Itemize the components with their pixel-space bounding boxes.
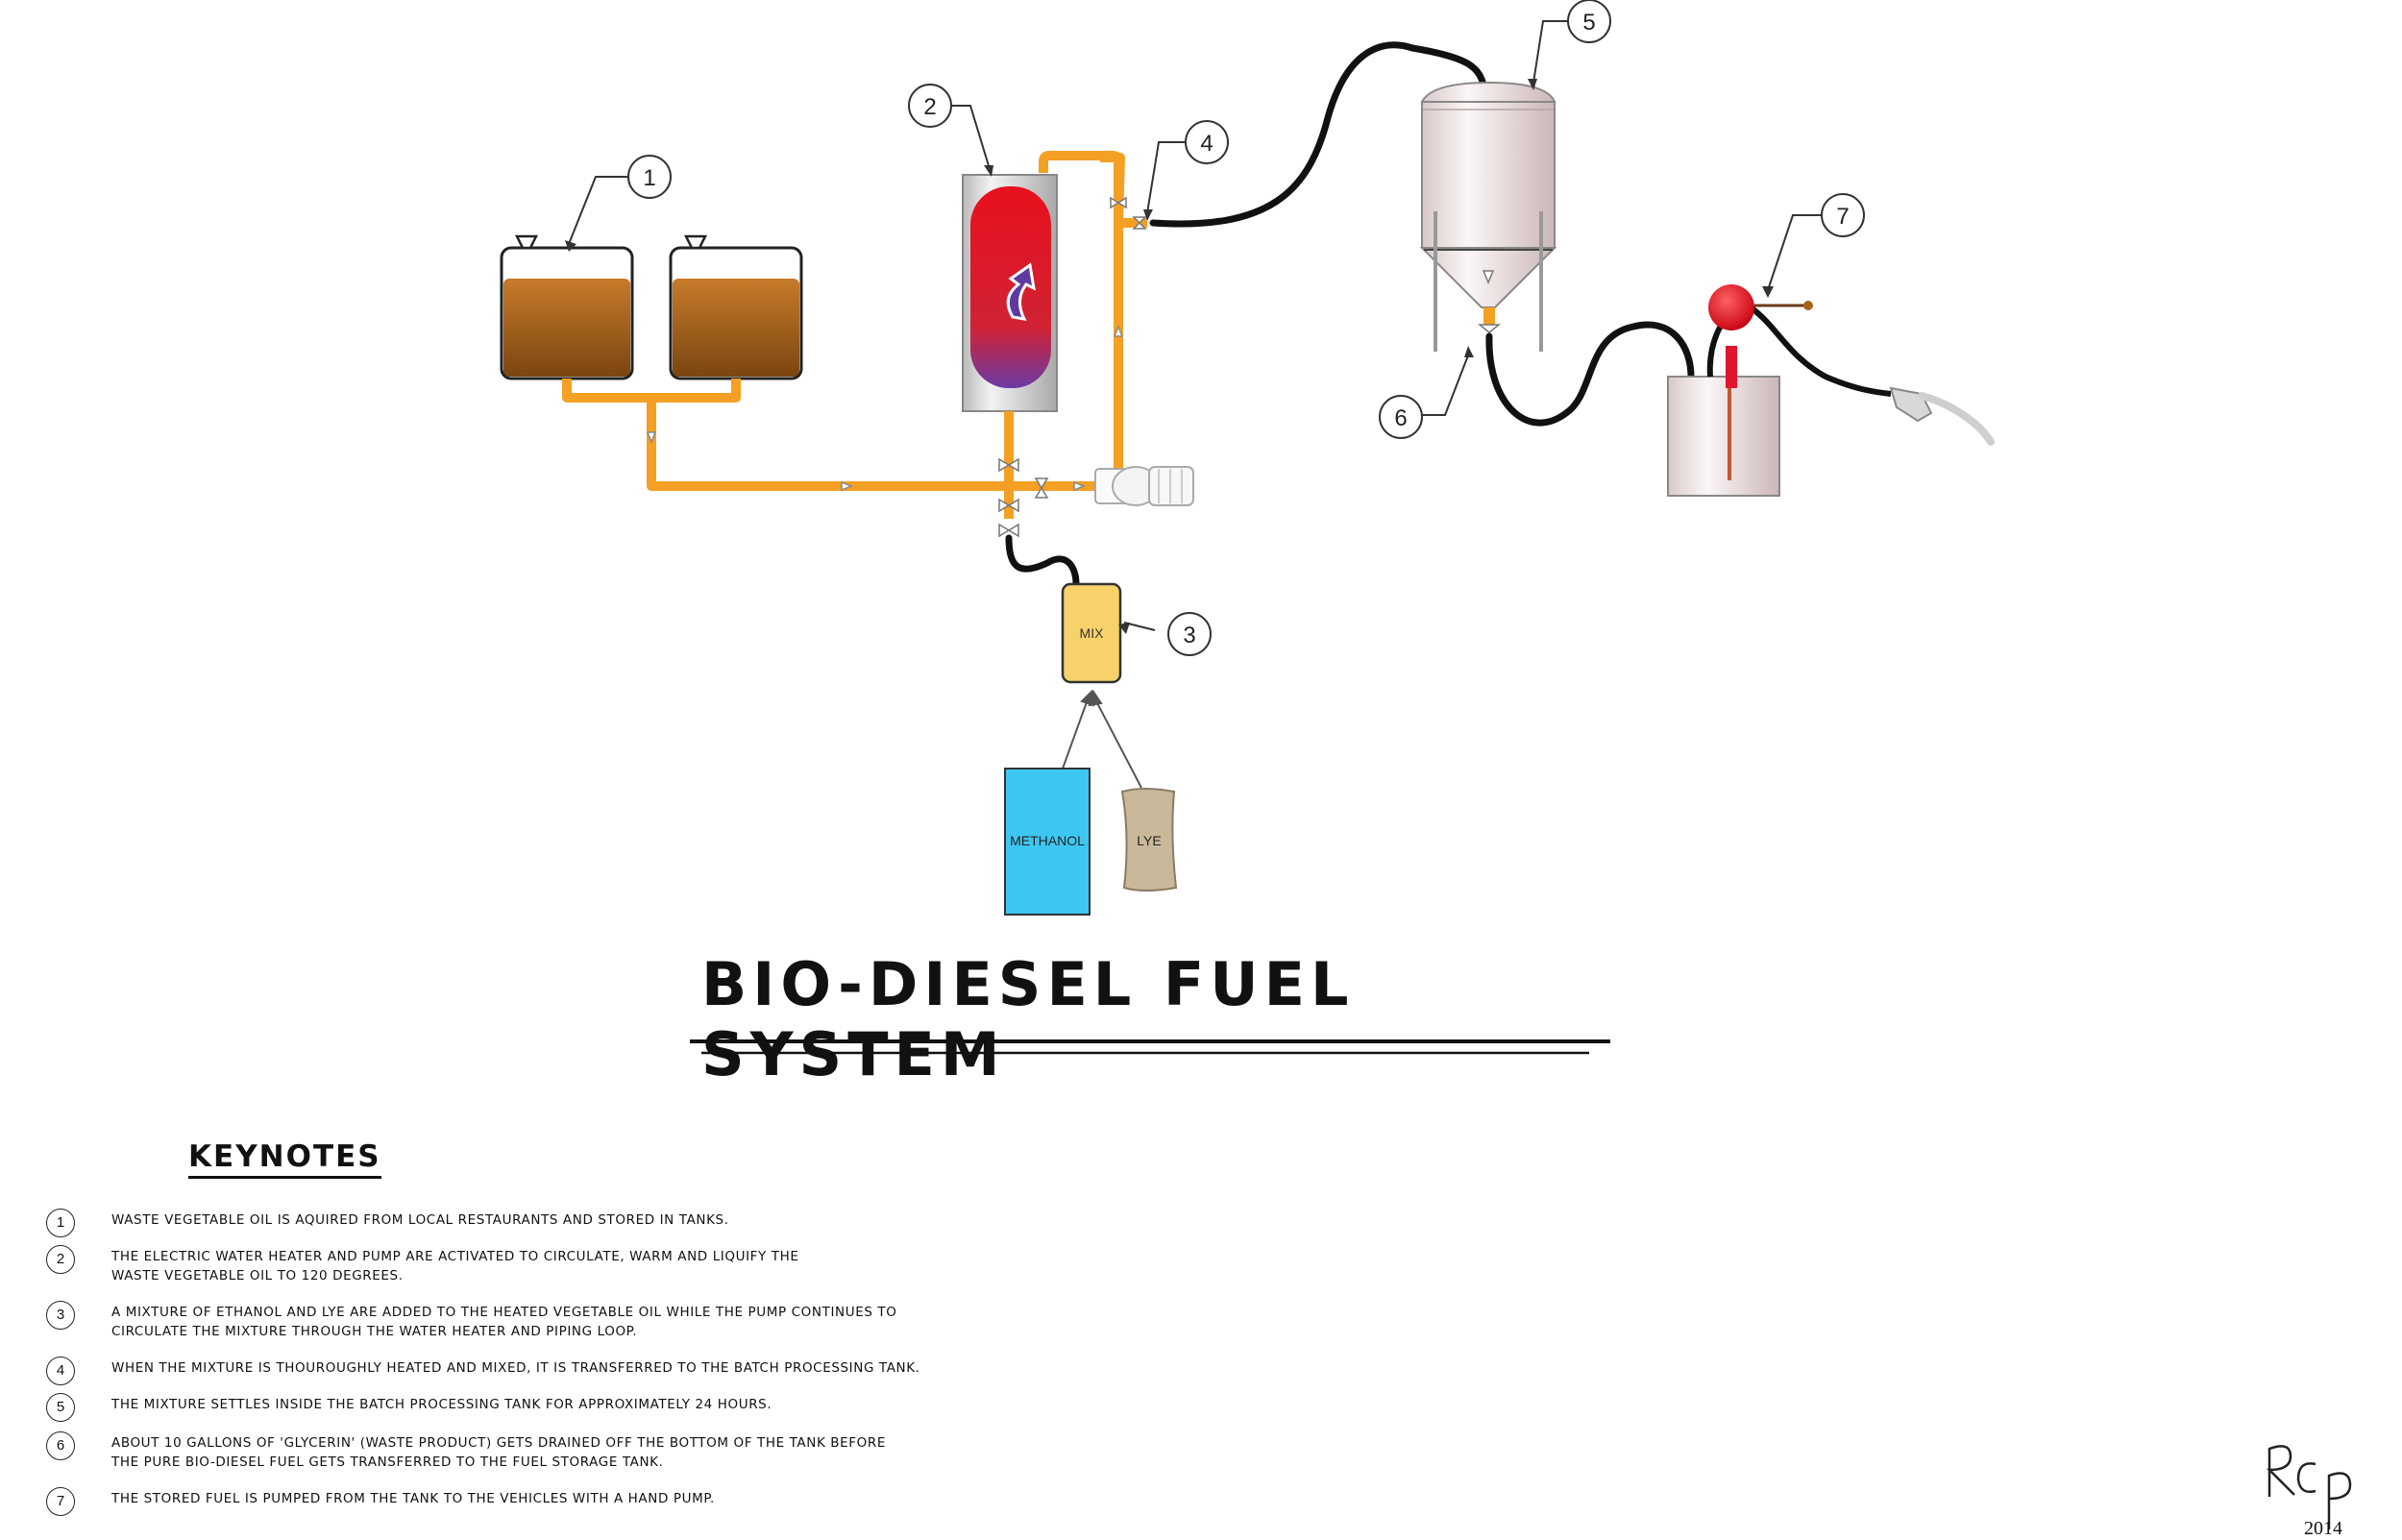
fuel-storage-tank — [1667, 376, 1780, 497]
ingredient-arrows — [1062, 689, 1142, 789]
keynote-number: 4 — [46, 1357, 75, 1385]
callout-7: 7 — [1836, 204, 1849, 230]
keynote-text: The electric water heater and pump are a… — [111, 1249, 799, 1283]
keynote-number: 1 — [46, 1209, 75, 1237]
callout-4: 4 — [1200, 131, 1213, 157]
mix-tank — [1061, 582, 1122, 684]
drain-hose — [1485, 321, 1695, 427]
keynotes-heading: Keynotes — [188, 1139, 381, 1179]
keynote-number: 3 — [46, 1301, 75, 1330]
signature-year: 2014 — [2304, 1518, 2342, 1539]
title-underline — [690, 1039, 1610, 1055]
fuel-nozzle — [1889, 386, 1995, 446]
callout-1: 1 — [643, 165, 655, 191]
hand-pump — [1706, 284, 1892, 397]
lye-bag — [1120, 788, 1178, 892]
keynote-text: Waste vegetable oil is aquired from loca… — [111, 1212, 729, 1228]
keynote-text: The mixture settles inside the batch pro… — [111, 1397, 772, 1412]
valves — [998, 196, 1147, 538]
heat-arrow-icon — [1006, 262, 1036, 321]
keynote-number: 5 — [46, 1393, 75, 1422]
oil-tank-left — [500, 234, 634, 380]
keynote-number: 7 — [46, 1487, 75, 1516]
lye-label: LYE — [1137, 833, 1161, 848]
keynote-number: 6 — [46, 1431, 75, 1460]
callout-numbers: 1 2 3 4 5 6 7 — [643, 10, 1849, 648]
transfer-hose — [1149, 41, 1488, 228]
callout-circles — [627, 0, 1865, 656]
water-heater — [962, 174, 1058, 452]
piping-loop — [562, 151, 1147, 519]
keynote-text: The stored fuel is pumped from the tank … — [111, 1491, 715, 1506]
flow-arrows — [646, 324, 1124, 492]
callout-2: 2 — [923, 94, 936, 120]
methanol-label: METHANOL — [1010, 833, 1085, 848]
keynote-number: 2 — [46, 1245, 75, 1274]
keynote-text: About 10 gallons of 'glycerin' (waste pr… — [111, 1435, 886, 1470]
signature-mark — [2266, 1445, 2352, 1529]
diagram-title: Bio-Diesel Fuel System — [701, 949, 1355, 1089]
keynote-text: When the mixture is thouroughly heated a… — [111, 1360, 920, 1376]
callout-3: 3 — [1183, 623, 1195, 648]
callout-arrowheads — [565, 79, 1774, 634]
keynote-text: A mixture of ethanol and lye are added t… — [111, 1305, 897, 1339]
callout-6: 6 — [1394, 405, 1407, 431]
callout-5: 5 — [1582, 10, 1595, 36]
mix-hose — [1005, 534, 1080, 588]
circulation-pump — [1094, 466, 1194, 506]
methanol-container — [1004, 768, 1091, 916]
oil-tank-right — [669, 234, 803, 380]
mix-label: MIX — [1080, 625, 1105, 641]
batch-processing-tank — [1419, 81, 1557, 352]
